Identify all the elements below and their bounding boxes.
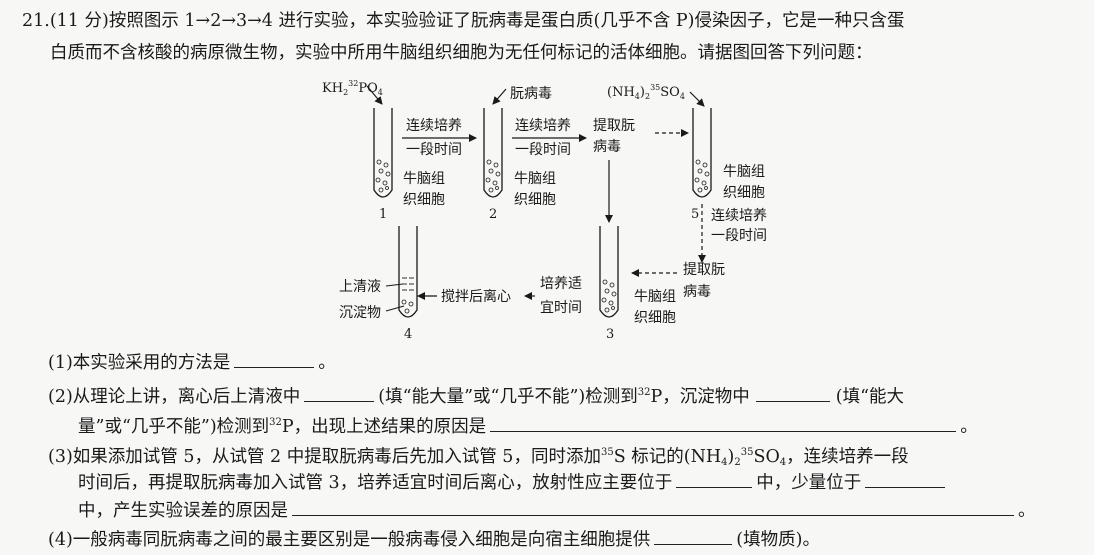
step-a-label-1: 连续培养: [406, 117, 462, 134]
q4-line: (4)一般病毒同朊病毒之间的最主要区别是一般病毒侵入细胞是向宿主细胞提供(填物质…: [48, 526, 820, 552]
question-intro-line-2: 白质而不含核酸的病原微生物，实验中所用牛脑组织细胞为无任何标记的活体细胞。请据图…: [50, 41, 873, 65]
tube-3-cell-label-2: 织细胞: [634, 310, 676, 326]
test-tube-1: [373, 108, 393, 198]
tube-1-number: 1: [379, 207, 387, 222]
q2-reason-blank[interactable]: [490, 413, 957, 432]
q3-line-3: 中，产生实验误差的原因是。: [78, 497, 1036, 523]
step-e-label-2: 病毒: [683, 284, 711, 300]
tube-3-cell-label-1: 牛脑组: [634, 289, 676, 305]
question-score: (11 分): [49, 11, 109, 31]
supernatant-label: 上清液: [339, 279, 381, 295]
tube-1-cell-label-2: 织细胞: [403, 192, 445, 208]
tube-4-number: 4: [404, 327, 412, 342]
step-a-label-2: 一段时间: [406, 142, 462, 158]
tube-1-cell-label-1: 牛脑组: [403, 171, 445, 187]
supernatant-pointer: [385, 283, 404, 287]
q2-line-1: (2)从理论上讲，离心后上清液中(填“能大量”或“几乎不能”)检测到32P，沉淀…: [48, 381, 904, 409]
q2-line-2: 量”或“几乎不能”)检测到32P，出现上述结果的原因是。: [78, 411, 978, 439]
step-f-label-2: 宜时间: [540, 300, 582, 316]
q2-text-a: (2)从理论上讲，离心后上清液中: [48, 387, 301, 407]
q3-line-1: (3)如果添加试管 5，从试管 2 中提取朊病毒后先加入试管 5，同时添加35S…: [48, 447, 909, 468]
step-f-label-1: 培养适: [540, 276, 582, 292]
test-tube-3: [599, 226, 619, 318]
sediment-pointer: [385, 305, 405, 312]
step-e-label-1: 提取朊: [683, 262, 725, 278]
q2-supernatant-blank[interactable]: [304, 383, 375, 402]
reagent-2-label: 朊病毒: [510, 86, 552, 102]
reagent-2-arrow: [492, 88, 507, 105]
question-number: 21.: [22, 11, 50, 31]
q3-reason-blank[interactable]: [292, 497, 1014, 516]
q2-sediment-blank[interactable]: [755, 383, 830, 402]
step-d-label-1: 连续培养: [711, 207, 767, 224]
step-c-label-2: 病毒: [593, 139, 621, 155]
tube-2-cell-label-1: 牛脑组: [514, 171, 556, 187]
sediment-label: 沉淀物: [339, 305, 381, 321]
q3-line-2: 时间后，再提取朊病毒加入试管 3，培养适宜时间后离心，放射性应主要位于中，少量位…: [78, 469, 949, 495]
tube-2-cell-label-2: 织细胞: [514, 192, 556, 208]
question-intro-text-1: 按照图示 1→2→3→4 进行实验，本实验验证了朊病毒是蛋白质(几乎不含 P)侵…: [108, 11, 905, 31]
q1-answer-blank[interactable]: [234, 349, 315, 368]
question-intro-line-1: 21.(11 分)按照图示 1→2→3→4 进行实验，本实验验证了朊病毒是蛋白质…: [22, 9, 904, 33]
q3-main-location-blank[interactable]: [676, 469, 753, 488]
tube-5-number: 5: [691, 207, 699, 222]
q4-answer-blank[interactable]: [654, 526, 733, 545]
tube-2-number: 2: [489, 207, 497, 222]
test-tube-5: [692, 108, 712, 198]
tube-3-number: 3: [606, 327, 614, 342]
step-c-label-1: 提取朊: [593, 118, 635, 134]
reagent-3-arrow: [689, 91, 705, 107]
test-tube-2: [483, 108, 503, 198]
q3-minor-location-blank[interactable]: [865, 469, 946, 488]
step-b-label-2: 一段时间: [515, 142, 571, 158]
step-d-label-2: 一段时间: [711, 228, 767, 244]
tube-5-cell-label-2: 织细胞: [723, 185, 765, 201]
step-b-label-1: 连续培养: [515, 117, 571, 134]
question-intro-text-2: 白质而不含核酸的病原微生物，实验中所用牛脑组织细胞为无任何标记的活体细胞。请据图…: [50, 43, 873, 63]
test-tube-4: [398, 226, 418, 318]
q1-text: (1)本实验采用的方法是: [48, 353, 231, 373]
q1-line: (1)本实验采用的方法是。: [48, 349, 336, 375]
step-g-label: 搅拌后离心: [441, 288, 511, 305]
reagent-1-label: KH232PO4: [322, 79, 383, 97]
tube-5-cell-label-1: 牛脑组: [723, 164, 765, 180]
reagent-3-label: (NH4)235SO4: [607, 83, 685, 101]
reagent-1-arrow: [366, 85, 383, 105]
